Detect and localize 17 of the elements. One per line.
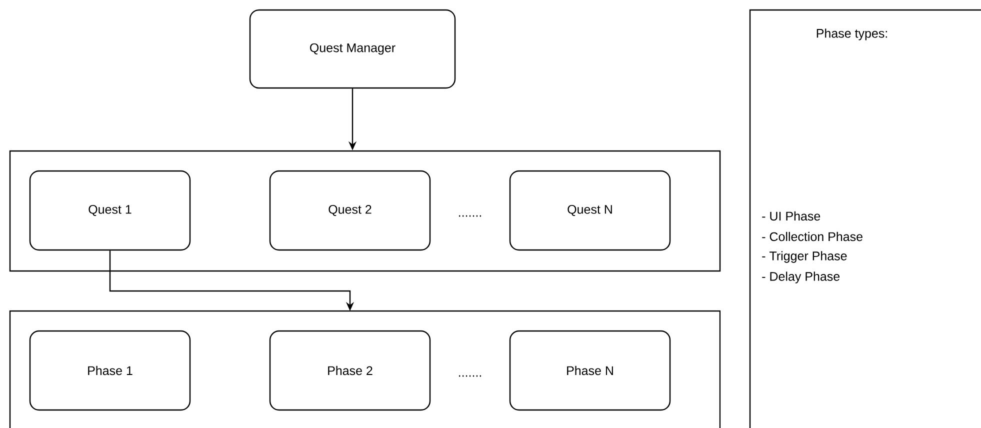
rounded-box: Quest 2 <box>269 170 431 251</box>
rounded-box: Quest 1 <box>29 170 191 251</box>
rounded-box: Phase 1 <box>29 330 191 411</box>
text-panel <box>749 9 981 428</box>
rounded-box: Phase N <box>509 330 671 411</box>
rounded-box: Quest Manager <box>249 9 456 89</box>
list-item: - Collection Phase <box>762 232 862 242</box>
container-box <box>9 150 721 272</box>
ellipsis-text: ....... <box>459 215 482 217</box>
list-item: - Trigger Phase <box>762 251 847 263</box>
rounded-box: Phase 2 <box>269 330 431 411</box>
list-item: - UI Phase <box>762 211 820 221</box>
list-item: - Delay Phase <box>762 272 840 284</box>
container-box <box>9 310 721 428</box>
ellipsis-text: ....... <box>459 375 482 377</box>
panel-heading: Phase types: <box>816 28 887 40</box>
rounded-box: Quest N <box>509 170 671 251</box>
